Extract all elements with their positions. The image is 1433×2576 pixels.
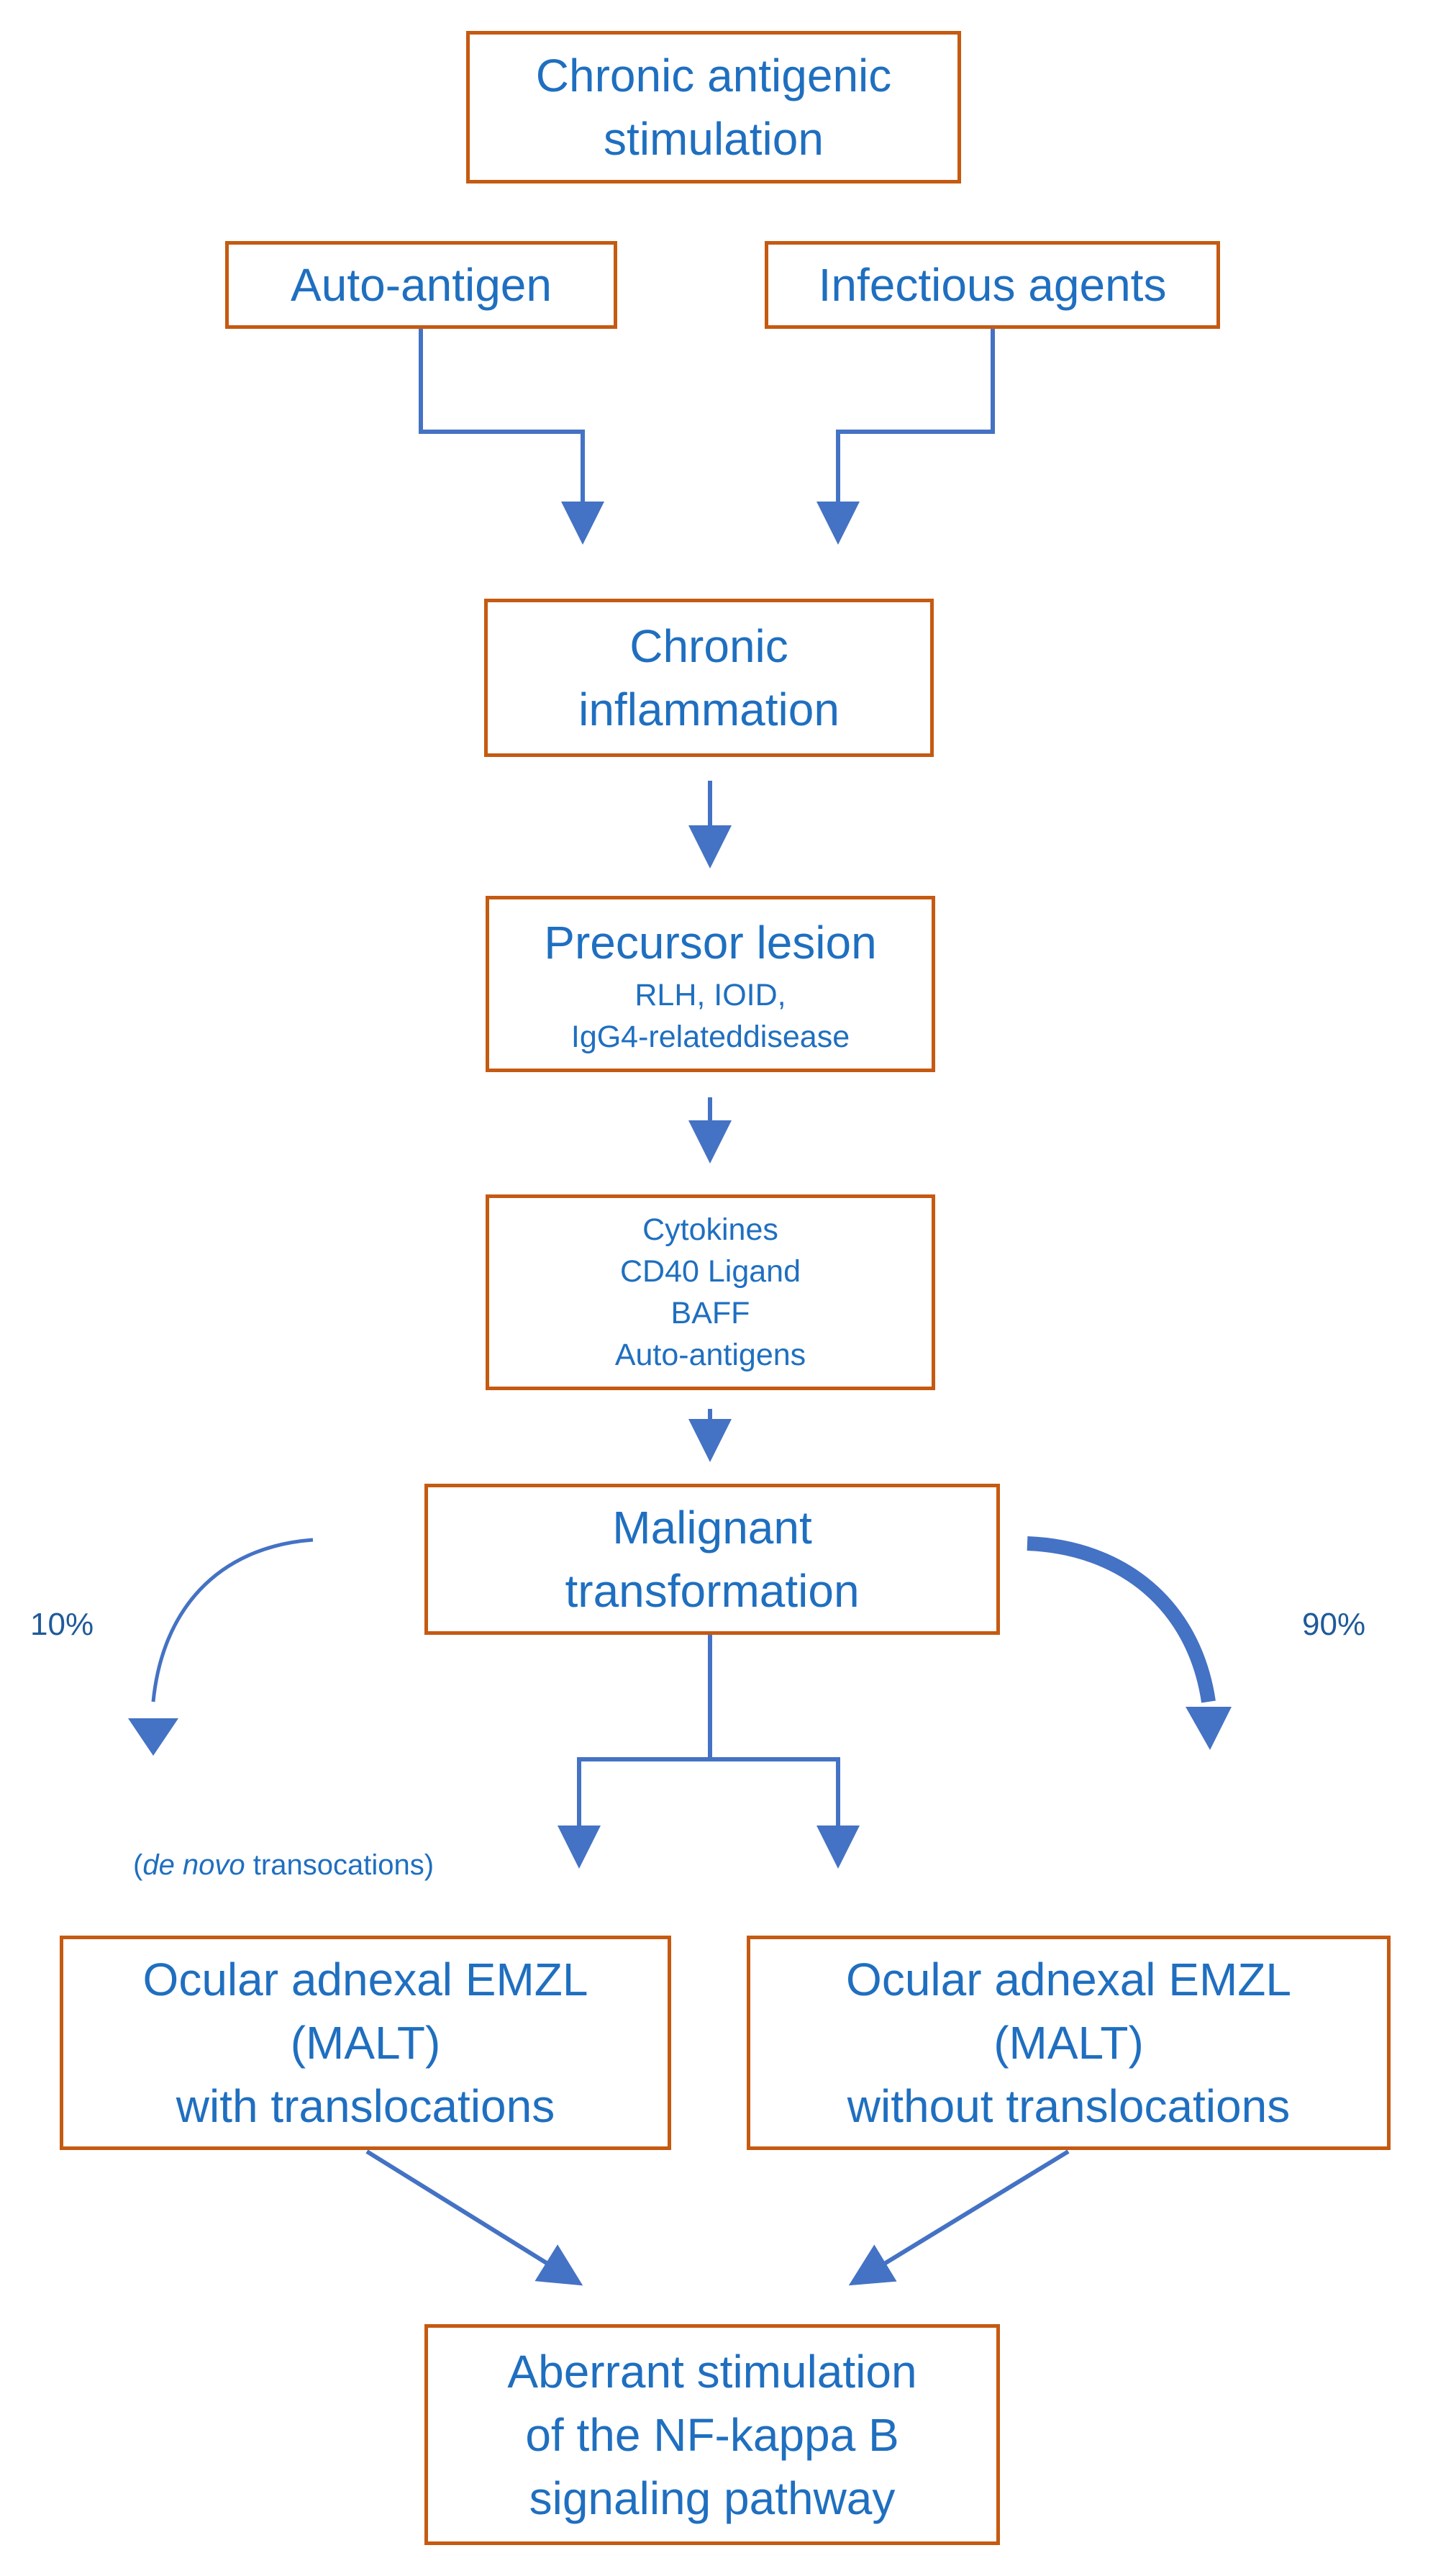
label-90-percent: 90% xyxy=(1302,1607,1366,1642)
node-nf-kappa-b-pathway: Aberrant stimulation of the NF-kappa B s… xyxy=(424,2324,1000,2545)
node-line: transformation xyxy=(565,1565,860,1617)
node-emzl-without-translocations: Ocular adnexal EMZL (MALT) without trans… xyxy=(747,1936,1391,2150)
node-line: Auto-antigens xyxy=(614,1338,806,1372)
curve-arrow-90-percent xyxy=(1027,1536,1216,1703)
curve-arrow-10-percent-head xyxy=(128,1718,178,1756)
connector-malignant-split xyxy=(579,1628,712,1761)
note-de-novo: de novo xyxy=(142,1849,245,1881)
node-infectious-agents: Infectious agents xyxy=(765,241,1220,329)
node-line: CD40 Ligand xyxy=(619,1254,801,1289)
node-chronic-inflammation: Chronic inflammation xyxy=(484,599,934,757)
node-line: without translocations xyxy=(847,2080,1291,2132)
node-line: with translocations xyxy=(176,2080,555,2132)
arrow-emzl-without-to-nfkb xyxy=(848,2149,1070,2286)
node-line: Malignant xyxy=(612,1502,812,1554)
node-line: signaling pathway xyxy=(529,2472,896,2524)
node-line: Ocular adnexal EMZL xyxy=(846,1954,1291,2005)
node-title: Precursor lesion xyxy=(544,916,877,969)
note-translocations: transocations) xyxy=(245,1849,435,1881)
node-line: Chronic antigenic xyxy=(535,50,892,101)
node-line: Chronic xyxy=(629,620,788,672)
curve-arrow-90-percent-head xyxy=(1186,1707,1232,1750)
arrow-emzl-with-to-nfkb xyxy=(365,2149,583,2286)
node-line: Infectious agents xyxy=(818,259,1167,311)
node-line: (MALT) xyxy=(993,2017,1144,2069)
node-line: Aberrant stimulation xyxy=(507,2345,917,2398)
node-line: of the NF-kappa B xyxy=(525,2408,899,2461)
node-line: (MALT) xyxy=(290,2017,441,2069)
node-auto-antigen: Auto-antigen xyxy=(225,241,617,329)
node-emzl-with-translocations: Ocular adnexal EMZL (MALT) with transloc… xyxy=(60,1936,671,2150)
node-line: Ocular adnexal EMZL xyxy=(142,1954,588,2005)
connector-malignant-split-right xyxy=(710,1757,860,1869)
node-malignant-transformation: Malignant transformation xyxy=(424,1484,1000,1635)
node-detail: IgG4-relateddisease xyxy=(570,1019,850,1054)
label-de-novo-translocations: (de novo transocations) xyxy=(133,1849,434,1882)
node-line: Cytokines xyxy=(642,1212,778,1247)
node-mediators: Cytokines CD40 Ligand BAFF Auto-antigens xyxy=(486,1194,935,1390)
label-10-percent: 10% xyxy=(30,1607,94,1642)
note-open-paren: ( xyxy=(133,1849,143,1881)
node-line: inflammation xyxy=(578,684,840,735)
node-precursor-lesion: Precursor lesion RLH, IOID, IgG4-related… xyxy=(486,896,935,1072)
arrow-infectious-to-inflammation xyxy=(816,327,995,545)
node-line: stimulation xyxy=(604,113,824,165)
node-line: BAFF xyxy=(670,1296,750,1330)
arrow-auto-antigen-to-inflammation xyxy=(419,327,604,545)
curve-arrow-10-percent xyxy=(151,1538,314,1702)
node-line: Auto-antigen xyxy=(291,259,552,311)
node-detail: RLH, IOID, xyxy=(634,977,786,1012)
node-chronic-antigenic-stimulation: Chronic antigenic stimulation xyxy=(466,31,961,183)
